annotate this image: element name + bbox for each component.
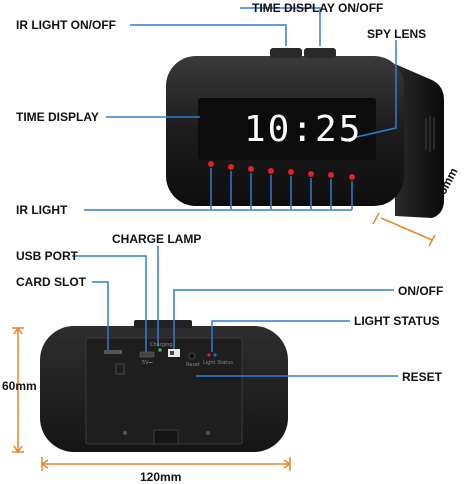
light-mark: Light Status [203, 360, 233, 366]
bottom-callouts [72, 246, 398, 377]
cover-tab [153, 429, 179, 445]
top-callouts [106, 7, 397, 139]
label-ir-light-on-off: IR LIGHT ON/OFF [16, 18, 116, 32]
ir-led [268, 168, 274, 174]
label-on-off: ON/OFF [398, 284, 444, 298]
ir-led [228, 164, 234, 170]
dimension-height: 60mm [2, 379, 37, 393]
time-display-button[interactable] [304, 48, 336, 58]
label-time-display: TIME DISPLAY [16, 110, 99, 124]
label-time-display-on-off: TIME DISPLAY ON/OFF [252, 1, 384, 15]
screw [206, 431, 210, 435]
charge-lamp [158, 348, 162, 352]
ir-led [288, 169, 294, 175]
card-slot-mark [115, 363, 125, 375]
depth-dimension [372, 212, 436, 247]
ir-led-row [208, 161, 355, 180]
clock-digits: 10:25 [244, 109, 363, 150]
front-device [166, 48, 444, 218]
ir-led [308, 171, 314, 177]
speaker-grille [425, 116, 435, 152]
power-switch-knob [170, 351, 174, 355]
label-card-slot: CARD SLOT [16, 275, 86, 289]
back-device [40, 320, 288, 452]
reset-mark: Reset [186, 362, 200, 368]
top-edge-buttons [134, 320, 192, 328]
label-reset: RESET [402, 370, 443, 384]
ir-led [349, 174, 355, 180]
charge-mark: Charging [150, 342, 173, 348]
label-spy-lens: SPY LENS [367, 27, 427, 41]
ir-light-callout [84, 168, 353, 211]
ir-led [328, 172, 334, 178]
spy-lens [348, 138, 352, 142]
label-charge-lamp: CHARGE LAMP [112, 232, 202, 246]
ir-light-button[interactable] [270, 48, 302, 58]
label-usb-port: USB PORT [16, 249, 79, 263]
device-side-panel [395, 64, 444, 218]
ir-led [248, 166, 254, 172]
display-panel [198, 98, 376, 160]
height-dimension [12, 326, 24, 454]
usb-mark: 5V⎓ [142, 360, 153, 366]
status-led-blue [213, 353, 217, 357]
ir-led [208, 161, 214, 167]
card-slot [104, 350, 122, 354]
usb-port[interactable] [139, 351, 155, 358]
screw [123, 431, 127, 435]
label-ir-light: IR LIGHT [16, 203, 68, 217]
label-light-status: LIGHT STATUS [354, 314, 440, 328]
dimension-width: 120mm [140, 470, 182, 484]
reset-hole[interactable] [188, 352, 196, 360]
width-dimension [40, 457, 292, 471]
status-led-red [207, 353, 211, 357]
